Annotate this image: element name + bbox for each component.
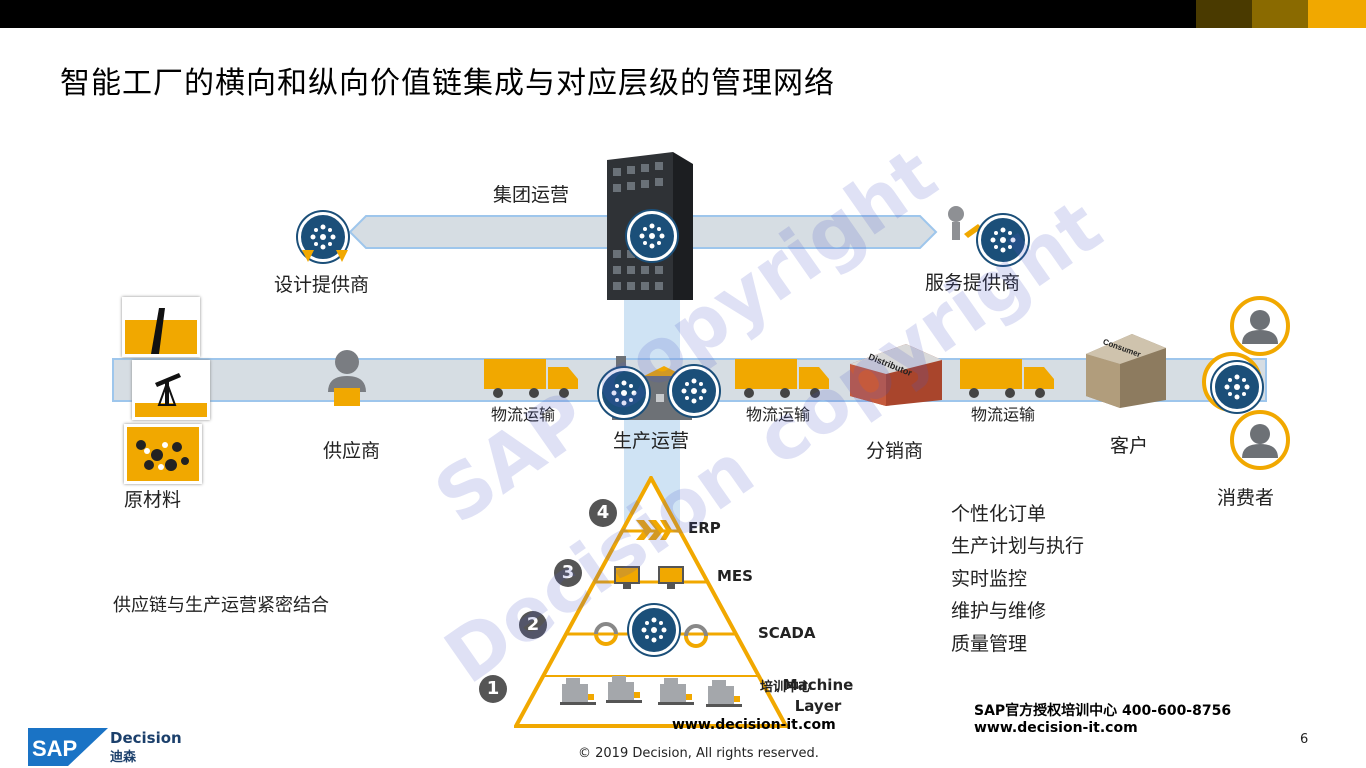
contact-website-overlap: www.decision-it.com [672,717,836,733]
service-tools-icon [948,206,982,240]
level-erp-label: ERP [688,519,721,537]
group-ops-node-icon [627,211,677,261]
group-ops-label: 集团运营 [493,184,570,206]
copyright-footer: © 2019 Decision, All rights reserved. [578,746,819,761]
logo-cn-text: 迪森 [110,750,137,765]
scada-cycle-icon [594,622,618,646]
page-title: 智能工厂的横向和纵向价值链集成与对应层级的管理网络 [60,66,835,101]
supplier-person-icon [328,350,366,406]
top-bar [0,0,1366,28]
supply-chain-note: 供应链与生产运营紧密结合 [113,595,329,616]
machine-icon-2 [606,676,642,703]
list-item: 生产计划与执行 [951,535,1085,557]
svg-text:SAP: SAP [32,736,77,761]
truck-2-icon [735,359,829,398]
consumer-node-icon [1212,362,1262,412]
consumer-person-icon [1242,424,1278,458]
service-supplier-label: 服务提供商 [925,272,1021,294]
raw-material-oil-pump-icon [132,360,210,420]
truck-1-icon [484,359,578,398]
supplier-label: 供应商 [323,440,381,462]
list-item: 实时监控 [951,568,1028,590]
logistics-3-label: 物流运输 [971,405,1036,424]
level-4-number: 4 [589,499,617,527]
consumer-ring-top [1230,296,1290,356]
top-bar-block-1 [1196,0,1252,28]
raw-material-label: 原材料 [124,489,182,511]
customer-label: 客户 [1110,435,1149,457]
list-item: 维护与维修 [951,600,1047,622]
level-mes-label: MES [717,567,753,585]
logistics-2-label: 物流运输 [746,405,811,424]
design-supplier-ribbon-icon [302,250,348,262]
logistics-1-label: 物流运输 [491,405,556,424]
scada-cycle-icon-2 [684,624,708,648]
level-machine-label: Machine Layer [782,676,854,715]
level-2-number: 2 [519,611,547,639]
scada-node-icon [629,605,679,655]
page-number: 6 [1300,732,1309,747]
top-bar-block-3 [1308,0,1366,28]
logo-decision-text: Decision [110,729,182,747]
mes-monitor-icon-2 [658,566,684,589]
raw-material-ore-icon [124,424,202,484]
level-machine-overlap: 培训中心 [760,680,813,695]
list-item: 个性化订单 [951,503,1047,525]
service-supplier-node-icon [978,215,1028,265]
production-node-2-icon [669,366,719,416]
list-item: 质量管理 [951,633,1028,655]
level-1-number: 1 [479,675,507,703]
level-3-number: 3 [554,559,582,587]
machine-icon-3 [658,678,694,705]
raw-material-road-icon [122,297,200,357]
top-bar-block-2 [1252,0,1308,28]
level-scada-label: SCADA [758,624,816,642]
consumer-person-icon [1242,310,1278,344]
distributor-building-icon: Distributor [850,344,942,406]
machine-icon-1 [560,678,596,705]
contact-phone: SAP官方授权培训中心 400-600-8756 [974,703,1232,719]
truck-3-icon [960,359,1054,398]
mes-monitor-icon [614,566,640,589]
sap-logo: SAP [28,728,108,766]
machine-icon-4 [706,680,742,707]
production-label: 生产运营 [613,430,690,452]
design-supplier-label: 设计提供商 [274,274,370,296]
distributor-label: 分销商 [866,440,924,462]
consumer-ring-bottom [1230,410,1290,470]
customer-building-icon: Consumer [1086,334,1166,408]
contact-website: www.decision-it.com [974,720,1138,736]
erp-chevron-icon [636,520,672,540]
production-node-1-icon [599,368,649,418]
consumer-label: 消费者 [1217,487,1275,509]
